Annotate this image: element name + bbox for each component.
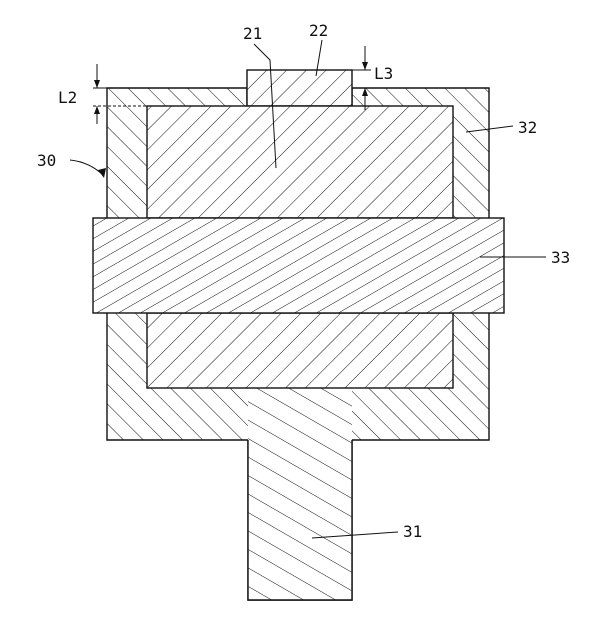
leader-21 [253, 43, 277, 169]
inner-block-lower-hatch [146, 312, 454, 389]
label-31: 31 [403, 522, 422, 541]
label-33: 33 [551, 248, 570, 267]
label-l3: L3 [374, 64, 393, 83]
shaft-33-hatch [92, 217, 505, 314]
label-30: 30 [37, 151, 56, 170]
label-32: 32 [518, 118, 537, 137]
label-22: 22 [309, 21, 328, 40]
dim-l3-marker [352, 46, 371, 110]
label-l2: L2 [58, 88, 77, 107]
inner-block-21-upper-hatch [146, 105, 454, 219]
leader-22 [315, 39, 323, 77]
stem-31-hatch [248, 388, 352, 600]
leader-31 [311, 531, 399, 539]
dim-l2-marker [93, 64, 107, 124]
leader-32 [465, 125, 514, 133]
stem-31-outline [247, 440, 353, 601]
protrusion-22-hatch [246, 69, 353, 107]
leader-30 [69, 159, 106, 178]
label-21: 21 [243, 24, 262, 43]
